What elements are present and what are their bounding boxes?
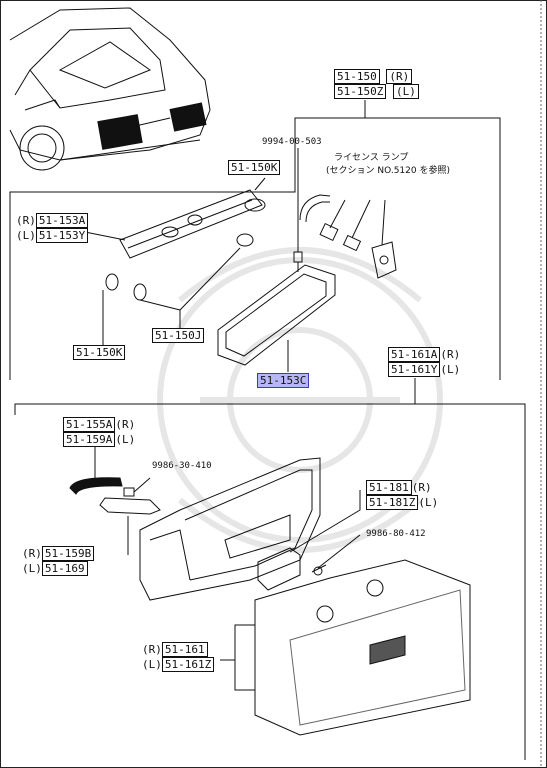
clip-label[interactable]: 9986-30-410 [152,461,212,471]
lens-left-side: (L) [142,658,162,671]
lens-leader [220,624,255,691]
lens-right-label: (R)51-161 [142,642,208,657]
seal-right-side: (R) [115,418,136,431]
lens-right-side: (R) [142,643,162,656]
assembly-left-side: (L) [392,84,419,99]
lens-assembly-left-label: 51-161Y(L) [388,362,461,377]
socket-left-part[interactable]: 51-153Y [35,228,89,243]
lens-left-label: (L)51-161Z [142,657,215,672]
socket-leader [84,231,126,241]
bulb-150j-leader [139,247,241,330]
socket-right-part[interactable]: 51-153A [35,213,89,228]
lens-box-leader [14,378,526,760]
garnish-left-label: (L)51-169 [22,561,88,576]
lens-assembly-right-label: 51-161A(R) [388,347,461,362]
license-note-prefix: (セクション [326,166,375,176]
license-note-line1: ライセンス ランプ [334,153,409,163]
lens-housing-part [139,457,321,601]
assembly-right-part[interactable]: 51-150 [334,69,380,84]
assembly-label: 51-150 (R) [334,69,413,84]
garnish-left-part[interactable]: 51-169 [41,561,88,576]
assembly-left-label: 51-150Z (L) [334,84,419,99]
garnish-right-part[interactable]: 51-159B [41,546,95,561]
socket-assembly-part [105,177,266,301]
lens-assembly-left-side: (L) [440,363,461,376]
lens-left-part[interactable]: 51-161Z [161,657,215,672]
tail-lens-part [254,559,471,736]
seal-right-label: 51-155A(R) [63,417,136,432]
license-note-suffix: を参照) [419,166,450,176]
lens-assembly-left-part[interactable]: 51-161Y [388,362,441,377]
screw-top-part [293,251,303,272]
garnish-part [99,497,161,515]
bulb-150j-label: 51-150J [152,328,205,343]
garnish-right-side: (R) [22,547,42,560]
bulb-150k-bottom-label: 51-150K [73,345,126,360]
reflector-right-part[interactable]: 51-181 [366,480,412,495]
lens-assembly-right-side: (R) [440,348,461,361]
seal-left-label: 51-159A(L) [63,432,136,447]
license-lamp-part [299,194,397,279]
bulb-150k-top-label: 51-150K [228,160,281,175]
socket-left-label: (L)51-153Y [16,228,89,243]
reflector-left-part[interactable]: 51-181Z [366,495,419,510]
gasket-label: 51-153C [257,373,310,388]
clip-part [123,477,151,497]
bulb-150j-part[interactable]: 51-150J [152,328,205,343]
reflector-left-label: 51-181Z(L) [366,495,439,510]
seal-part [69,477,123,495]
screw-top-label[interactable]: 9994-00-503 [262,137,322,147]
socket-left-side: (L) [16,229,36,242]
bulb-150k-bottom-part[interactable]: 51-150K [73,345,126,360]
gasket-part-number[interactable]: 51-153C [257,373,310,388]
reflector-leader [289,490,361,553]
assembly-left-part[interactable]: 51-150Z [334,84,387,99]
reflector-right-label: 51-181(R) [366,480,432,495]
seal-right-part[interactable]: 51-155A [63,417,116,432]
assembly-leader [9,100,501,380]
garnish-left-side: (L) [22,562,42,575]
reflector-part [257,547,301,591]
gasket-part [217,264,336,366]
reflector-right-side: (R) [411,481,432,494]
screw-bottom-part [311,564,327,576]
screw-bottom-label[interactable]: 9986-80-412 [366,529,426,539]
bulb-150k-top-part[interactable]: 51-150K [228,160,281,175]
socket-right-label: (R)51-153A [16,213,89,228]
screw-bottom-leader [317,534,361,569]
socket-right-side: (R) [16,214,36,227]
license-note-ref[interactable]: NO.5120 [377,166,417,176]
garnish-right-label: (R)51-159B [22,546,95,561]
car-illustration [9,7,211,171]
lens-assembly-right-part[interactable]: 51-161A [388,347,441,362]
assembly-right-side: (R) [386,69,413,84]
license-note-line2: (セクション NO.5120 を参照) [326,165,450,178]
seal-left-side: (L) [115,433,136,446]
lens-right-part[interactable]: 51-161 [161,642,208,657]
seal-left-part[interactable]: 51-159A [63,432,116,447]
reflector-left-side: (L) [418,496,439,509]
